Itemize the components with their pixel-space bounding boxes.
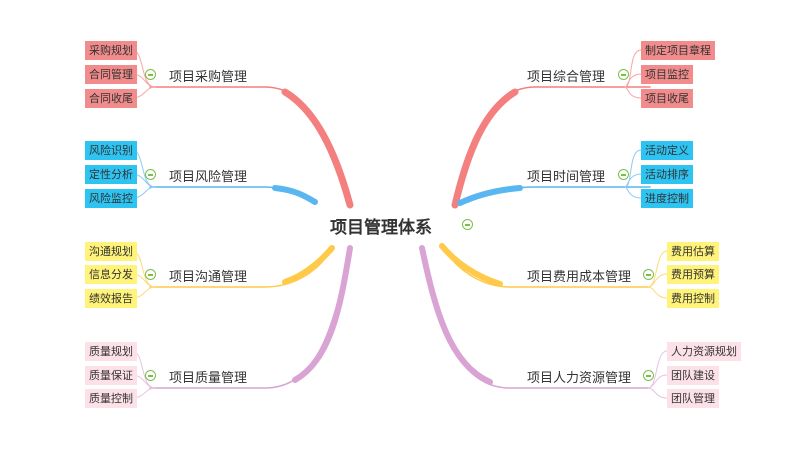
leaf-topic[interactable]: 信息分发 [85, 265, 137, 284]
leaf-topic[interactable]: 采购规划 [85, 41, 137, 60]
collapse-toggle-icon[interactable] [145, 169, 156, 180]
leaf-topic[interactable]: 费用预算 [667, 265, 719, 284]
collapse-toggle-icon[interactable] [145, 370, 156, 381]
branch-human-resources[interactable]: 项目人力资源管理 [527, 371, 632, 386]
leaf-topic[interactable]: 费用估算 [667, 242, 719, 261]
leaf-topic[interactable]: 合同收尾 [85, 89, 137, 108]
leaf-topic[interactable]: 质量规划 [85, 342, 137, 361]
leaf-topic[interactable]: 质量保证 [85, 366, 137, 385]
leaf-topic[interactable]: 进度控制 [641, 189, 693, 208]
leaf-topic[interactable]: 项目收尾 [641, 89, 693, 108]
leaf-topic[interactable]: 制定项目章程 [641, 41, 715, 60]
leaf-topic[interactable]: 活动定义 [641, 141, 693, 160]
leaf-topic[interactable]: 风险监控 [85, 189, 137, 208]
central-topic[interactable]: 项目管理体系 [330, 218, 432, 238]
branch-risk[interactable]: 项目风险管理 [169, 170, 248, 185]
leaf-topic[interactable]: 质量控制 [85, 389, 137, 408]
leaf-topic[interactable]: 绩效报告 [85, 289, 137, 308]
leaf-topic[interactable]: 活动排序 [641, 165, 693, 184]
collapse-toggle-icon[interactable] [462, 219, 473, 230]
collapse-toggle-icon[interactable] [618, 169, 629, 180]
collapse-toggle-icon[interactable] [643, 269, 654, 280]
collapse-toggle-icon[interactable] [618, 69, 629, 80]
leaf-topic[interactable]: 沟通规划 [85, 242, 137, 261]
branch-cost[interactable]: 项目费用成本管理 [527, 270, 632, 285]
leaf-topic[interactable]: 费用控制 [667, 289, 719, 308]
leaf-topic[interactable]: 风险识别 [85, 141, 137, 160]
collapse-toggle-icon[interactable] [643, 370, 654, 381]
collapse-toggle-icon[interactable] [145, 269, 156, 280]
branch-communication[interactable]: 项目沟通管理 [169, 270, 248, 285]
branch-time[interactable]: 项目时间管理 [527, 170, 606, 185]
collapse-toggle-icon[interactable] [145, 69, 156, 80]
branch-procurement[interactable]: 项目采购管理 [169, 70, 248, 85]
leaf-topic[interactable]: 合同管理 [85, 65, 137, 84]
leaf-topic[interactable]: 人力资源规划 [667, 342, 741, 361]
leaf-topic[interactable]: 团队管理 [667, 389, 719, 408]
branch-integration[interactable]: 项目综合管理 [527, 70, 606, 85]
leaf-topic[interactable]: 定性分析 [85, 165, 137, 184]
leaf-topic[interactable]: 项目监控 [641, 65, 693, 84]
leaf-topic[interactable]: 团队建设 [667, 366, 719, 385]
branch-quality[interactable]: 项目质量管理 [169, 371, 248, 386]
